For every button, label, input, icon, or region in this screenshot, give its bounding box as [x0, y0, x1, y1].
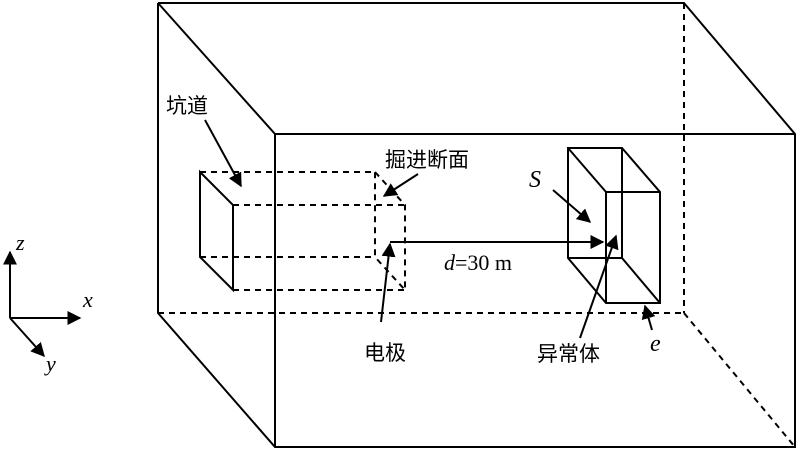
- box-outline: [157, 1, 796, 448]
- anomaly-pointer: [579, 234, 619, 339]
- axis-triad: z x y: [2, 230, 93, 376]
- e-pointer: [641, 304, 656, 331]
- box-edge-left-top: [157, 2, 276, 135]
- anomaly-edge-1: [567, 147, 607, 193]
- anomaly-outline: [567, 147, 661, 304]
- face-pointer: [382, 173, 419, 197]
- tunnel-entrance: [199, 169, 234, 293]
- surface-s-label: S: [529, 167, 541, 193]
- anomaly-body: [567, 147, 661, 304]
- anomaly-label: 异常体: [537, 342, 600, 366]
- tunnel-pointer: [204, 119, 242, 188]
- y-axis-label: y: [44, 351, 56, 376]
- excavation-face-label: 掘进断面: [385, 148, 469, 172]
- electrode-pointer: [380, 242, 396, 323]
- distance-label: d=30 m: [444, 250, 512, 275]
- anomaly-edge-6: [621, 257, 661, 304]
- y-axis-arrow: [9, 317, 45, 358]
- electrode-label: 电极: [364, 341, 406, 365]
- distance-value: =30 m: [455, 250, 512, 275]
- tunnel: [199, 169, 406, 293]
- distance-var: d: [444, 250, 456, 275]
- outer-box: [157, 1, 796, 448]
- s-pointer: [552, 189, 592, 223]
- edge-e-label: e: [650, 331, 661, 357]
- x-axis-label: x: [82, 287, 93, 312]
- box-hidden-diagonal: [683, 312, 796, 448]
- tunnel-label: 坑道: [166, 94, 208, 118]
- excavation-face-outline: [374, 171, 406, 293]
- z-axis-label: z: [15, 230, 25, 255]
